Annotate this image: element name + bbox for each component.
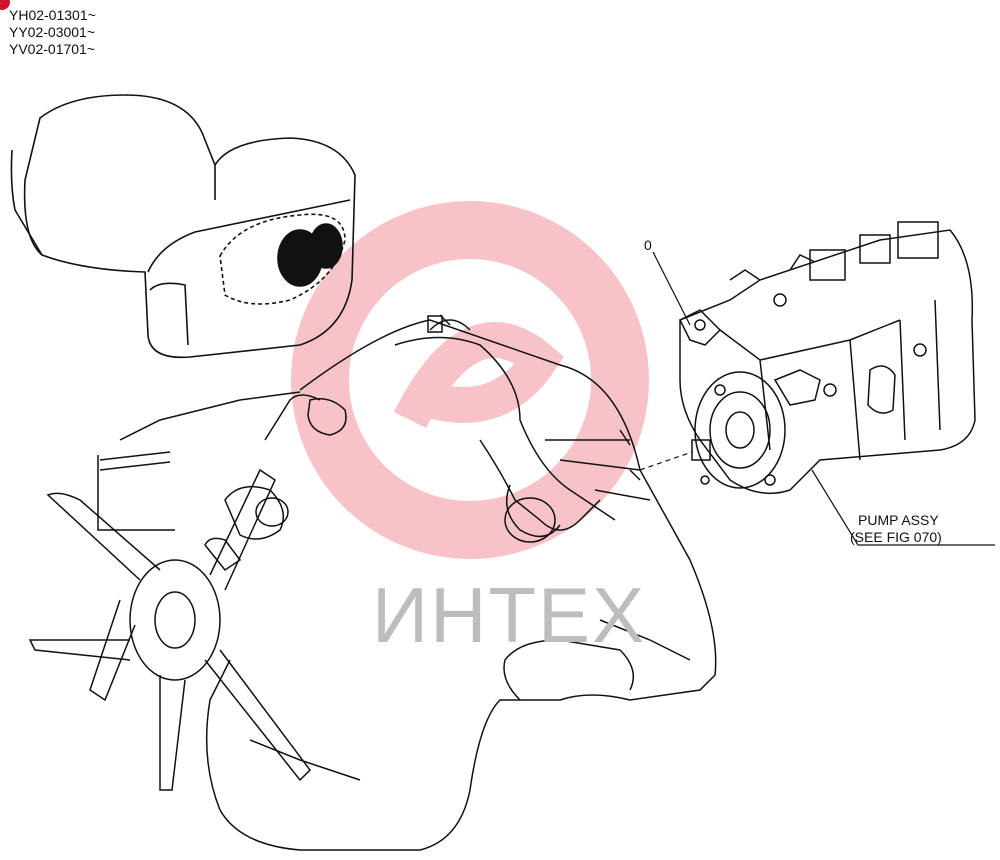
machine-overview [10,94,356,359]
pump-assembly [678,221,976,495]
engine-outline [97,314,717,851]
pump-assy-reference: (SEE FIG 070) [850,529,942,545]
watermark-text: ИНТЕХ [372,571,647,659]
pump-assy-label: PUMP ASSY [858,512,939,528]
serial-number: YY02-03001~ [9,24,96,40]
leader-lines [639,251,995,546]
fan-assembly [28,468,311,791]
serial-number-list: YH02-01301~ YY02-03001~ YV02-01701~ [9,7,96,58]
serial-number: YH02-01301~ [9,7,96,23]
item-number-label: 0 [644,237,652,253]
gear-logo-icon [291,201,649,559]
red-dot-icon [0,0,10,10]
serial-number: YV02-01701~ [9,41,96,57]
